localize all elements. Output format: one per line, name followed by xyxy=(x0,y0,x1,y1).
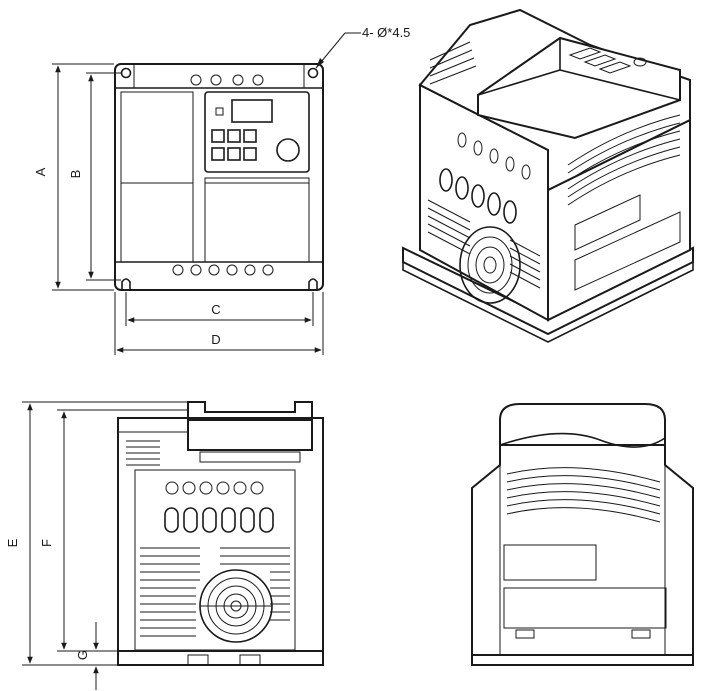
lower-vent-slots xyxy=(140,547,290,637)
side-label-panel xyxy=(503,544,597,581)
control-knob xyxy=(276,138,300,162)
dim-g-label: G xyxy=(75,650,90,660)
bottom-right-slot xyxy=(308,278,318,290)
top-left-mounting-hole xyxy=(120,67,132,79)
cooling-fan xyxy=(199,569,273,643)
side-view xyxy=(471,403,694,666)
top-left-grille xyxy=(429,41,477,85)
top-right-mounting-hole xyxy=(307,67,319,79)
dim-f-label: F xyxy=(39,539,54,547)
dim-c-label: C xyxy=(211,302,220,317)
dim-e-label: E xyxy=(5,538,20,547)
front-view: A B C D 4- Ø*4.5 xyxy=(33,25,410,355)
side-louvers-flat xyxy=(506,467,661,523)
isometric-view xyxy=(402,8,694,343)
side-louvers xyxy=(567,114,681,206)
dim-a-label: A xyxy=(33,167,48,176)
hole-callout-label: 4- Ø*4.5 xyxy=(362,25,410,40)
front-vent-view: E F G xyxy=(5,401,324,690)
dim-d-label: D xyxy=(211,332,220,347)
isometric-fan xyxy=(459,226,521,304)
side-lower-panel xyxy=(503,587,667,629)
display-window xyxy=(231,99,273,123)
dim-b-label: B xyxy=(68,170,83,179)
keypad-panel xyxy=(204,91,310,173)
bottom-left-slot xyxy=(121,278,131,290)
